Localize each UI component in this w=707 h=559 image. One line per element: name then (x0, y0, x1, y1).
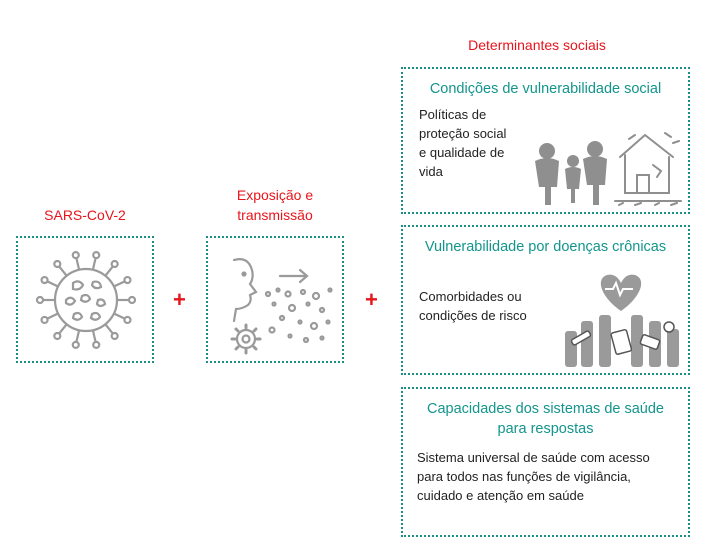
health-text-line-3: cuidado e atenção em saúde (417, 488, 584, 503)
chronic-disease-box: Vulnerabilidade por doenças crônicas Com… (401, 225, 690, 375)
health-systems-title-line1: Capacidades dos sistemas de saúde (427, 401, 664, 417)
breath-transmission-icon (230, 258, 333, 355)
health-text-line-1: Sistema universal de saúde com acesso (417, 450, 650, 465)
social-vulnerability-text: Políticas de proteção social e qualidade… (419, 105, 506, 181)
social-text-line-2: proteção social (419, 126, 507, 141)
social-vulnerability-title: Condições de vulnerabilidade social (429, 81, 662, 97)
plus-operator-1: + (173, 287, 186, 312)
exposure-label-line1: Exposição e (236, 187, 314, 203)
exposure-label-line2: transmissão (237, 207, 313, 223)
medical-hands-icon (565, 274, 679, 367)
social-vulnerability-box: Condições de vulnerabilidade social Polí… (401, 67, 690, 214)
social-text-line-4: vida (419, 164, 443, 179)
exposure-box (206, 236, 344, 363)
chronic-text-line-1: Comorbidades ou (419, 289, 522, 304)
health-systems-title: Capacidades dos sistemas de saúde para r… (403, 399, 688, 439)
plus-operator-2: + (365, 287, 378, 312)
determinantes-title: Determinantes sociais (468, 37, 606, 53)
social-text-line-1: Políticas de (419, 107, 487, 122)
health-systems-text: Sistema universal de saúde com acesso pa… (417, 448, 650, 505)
health-systems-box: Capacidades dos sistemas de saúde para r… (401, 387, 690, 537)
sars-cov-2-label: SARS-CoV-2 (44, 207, 126, 223)
health-text-line-2: para todos nas funções de vigilância, (417, 469, 631, 484)
exposure-label: Exposição e transmissão (205, 185, 345, 225)
virus-icon (35, 251, 137, 349)
chronic-disease-text: Comorbidades ou condições de risco (419, 287, 527, 325)
health-systems-title-line2: para respostas (497, 421, 594, 437)
social-text-line-3: e qualidade de (419, 145, 505, 160)
chronic-text-line-2: condições de risco (419, 308, 527, 323)
virus-box (16, 236, 154, 363)
chronic-disease-title: Vulnerabilidade por doenças crônicas (424, 239, 667, 255)
family-house-icon (535, 132, 682, 206)
